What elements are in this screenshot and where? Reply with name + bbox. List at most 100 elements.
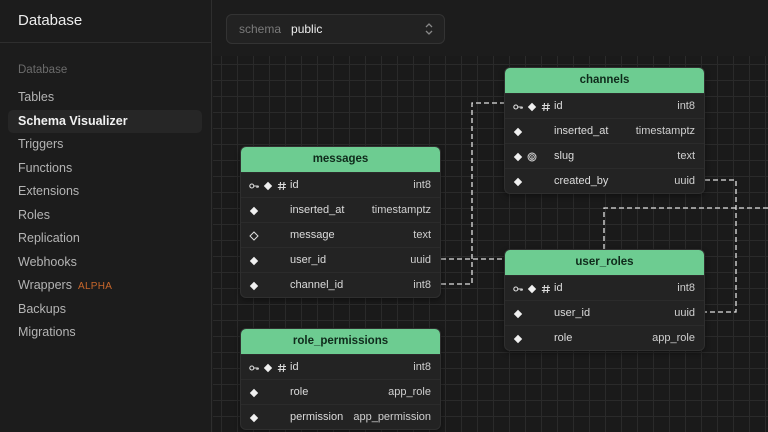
table-row: id int8 bbox=[505, 275, 704, 300]
fingerprint-icon bbox=[527, 152, 537, 161]
schema-canvas[interactable]: channels id int8 inserted_at timestamptz bbox=[213, 56, 768, 432]
table-header: role_permissions bbox=[241, 329, 440, 354]
column-name: channel_id bbox=[290, 279, 344, 291]
sidebar-item-label: Replication bbox=[18, 231, 80, 245]
diamond-icon bbox=[513, 309, 523, 318]
key-icon bbox=[249, 364, 259, 371]
sidebar-item-label: Tables bbox=[18, 90, 55, 104]
diamond-icon bbox=[513, 177, 523, 186]
diamond-icon bbox=[249, 256, 259, 265]
table-header: user_roles bbox=[505, 250, 704, 275]
column-name: id bbox=[554, 282, 563, 294]
column-type: int8 bbox=[677, 282, 695, 294]
sidebar-item-tables[interactable]: Tables bbox=[8, 86, 202, 110]
table-row: user_id uuid bbox=[241, 247, 440, 272]
table-row: role app_role bbox=[241, 379, 440, 404]
sidebar-item-label: Backups bbox=[18, 301, 66, 316]
diamond-icon bbox=[263, 363, 273, 372]
sidebar-item-triggers[interactable]: Triggers bbox=[8, 133, 202, 157]
column-name: permission bbox=[290, 411, 344, 423]
column-name: id bbox=[554, 100, 563, 112]
column-type: uuid bbox=[674, 307, 695, 319]
table-row: permission app_permission bbox=[241, 404, 440, 429]
column-name: role bbox=[554, 332, 573, 344]
table-row: channel_id int8 bbox=[241, 272, 440, 297]
hash-icon bbox=[277, 363, 286, 372]
sidebar-item-label: Webhooks bbox=[18, 254, 77, 269]
sidebar-item-roles[interactable]: Roles bbox=[8, 204, 202, 228]
diamond-icon bbox=[263, 181, 273, 190]
column-type: int8 bbox=[413, 179, 431, 191]
column-name: slug bbox=[554, 150, 575, 162]
column-type: uuid bbox=[674, 175, 695, 187]
sidebar-item-migrations[interactable]: Migrations bbox=[8, 321, 202, 345]
table-card-user-roles[interactable]: user_roles id int8 user_id uuid role app… bbox=[504, 249, 705, 351]
schema-select-value: public bbox=[291, 22, 323, 36]
diamond-icon bbox=[513, 334, 523, 343]
sidebar-section-label: Database bbox=[18, 64, 68, 76]
column-type: app_role bbox=[388, 386, 431, 398]
column-name: id bbox=[290, 361, 299, 373]
column-name: role bbox=[290, 386, 309, 398]
column-name: id bbox=[290, 179, 299, 191]
sidebar-title: Database bbox=[18, 12, 83, 29]
column-type: timestamptz bbox=[635, 125, 695, 137]
table-row: id int8 bbox=[241, 172, 440, 197]
relation-line-user-roles bbox=[603, 207, 768, 249]
diamond-icon bbox=[249, 388, 259, 397]
column-type: int8 bbox=[677, 100, 695, 112]
column-name: user_id bbox=[554, 307, 591, 319]
hash-icon bbox=[541, 102, 550, 111]
table-row: created_by uuid bbox=[505, 168, 704, 193]
relation-line-channel-id bbox=[441, 102, 504, 285]
sidebar-item-label: Migrations bbox=[18, 325, 76, 339]
table-row: id int8 bbox=[505, 93, 704, 118]
table-row: slug text bbox=[505, 143, 704, 168]
diamond-icon bbox=[249, 206, 259, 215]
key-icon bbox=[249, 182, 259, 189]
sidebar: Database Database Tables Schema Visualiz… bbox=[0, 0, 212, 432]
table-row: message text bbox=[241, 222, 440, 247]
column-name: inserted_at bbox=[554, 125, 609, 137]
sidebar-item-functions[interactable]: Functions bbox=[8, 157, 202, 181]
column-type: app_role bbox=[652, 332, 695, 344]
diamond-icon bbox=[513, 127, 523, 136]
table-row: user_id uuid bbox=[505, 300, 704, 325]
sidebar-item-schema-visualizer[interactable]: Schema Visualizer bbox=[8, 109, 202, 133]
column-name: user_id bbox=[290, 254, 327, 266]
sidebar-item-label: Schema Visualizer bbox=[18, 113, 128, 128]
column-name: message bbox=[290, 229, 335, 241]
sidebar-item-extensions[interactable]: Extensions bbox=[8, 180, 202, 204]
table-row: inserted_at timestamptz bbox=[505, 118, 704, 143]
column-type: text bbox=[413, 229, 431, 241]
column-name: created_by bbox=[554, 175, 609, 187]
column-type: int8 bbox=[413, 361, 431, 373]
relation-line-created-by bbox=[705, 179, 737, 313]
diamond-icon bbox=[527, 284, 537, 293]
sidebar-item-label: Extensions bbox=[18, 184, 80, 198]
sidebar-item-label: Functions bbox=[18, 160, 73, 175]
key-icon bbox=[513, 285, 523, 292]
relationship-lines bbox=[441, 102, 768, 313]
schema-select[interactable]: schema public bbox=[226, 14, 445, 44]
sidebar-item-replication[interactable]: Replication bbox=[8, 227, 202, 251]
table-card-messages[interactable]: messages id int8 inserted_at timestamptz… bbox=[240, 146, 441, 298]
column-name: inserted_at bbox=[290, 204, 345, 216]
schema-select-label: schema bbox=[239, 22, 282, 36]
main-panel: schema public channels bbox=[213, 0, 768, 432]
sidebar-nav: Tables Schema Visualizer Triggers Functi… bbox=[8, 86, 202, 345]
hash-icon bbox=[541, 284, 550, 293]
sidebar-item-label: Roles bbox=[18, 207, 50, 222]
table-card-channels[interactable]: channels id int8 inserted_at timestamptz bbox=[504, 67, 705, 194]
sidebar-item-webhooks[interactable]: Webhooks bbox=[8, 251, 202, 275]
column-type: timestamptz bbox=[371, 204, 431, 216]
diamond-icon bbox=[513, 152, 523, 161]
table-card-role-permissions[interactable]: role_permissions id int8 role app_role p… bbox=[240, 328, 441, 430]
toolbar: schema public bbox=[213, 0, 768, 56]
sidebar-item-backups[interactable]: Backups bbox=[8, 298, 202, 322]
alpha-badge: ALPHA bbox=[77, 281, 113, 292]
column-type: int8 bbox=[413, 279, 431, 291]
hash-icon bbox=[277, 181, 286, 190]
diamond-icon bbox=[527, 102, 537, 111]
